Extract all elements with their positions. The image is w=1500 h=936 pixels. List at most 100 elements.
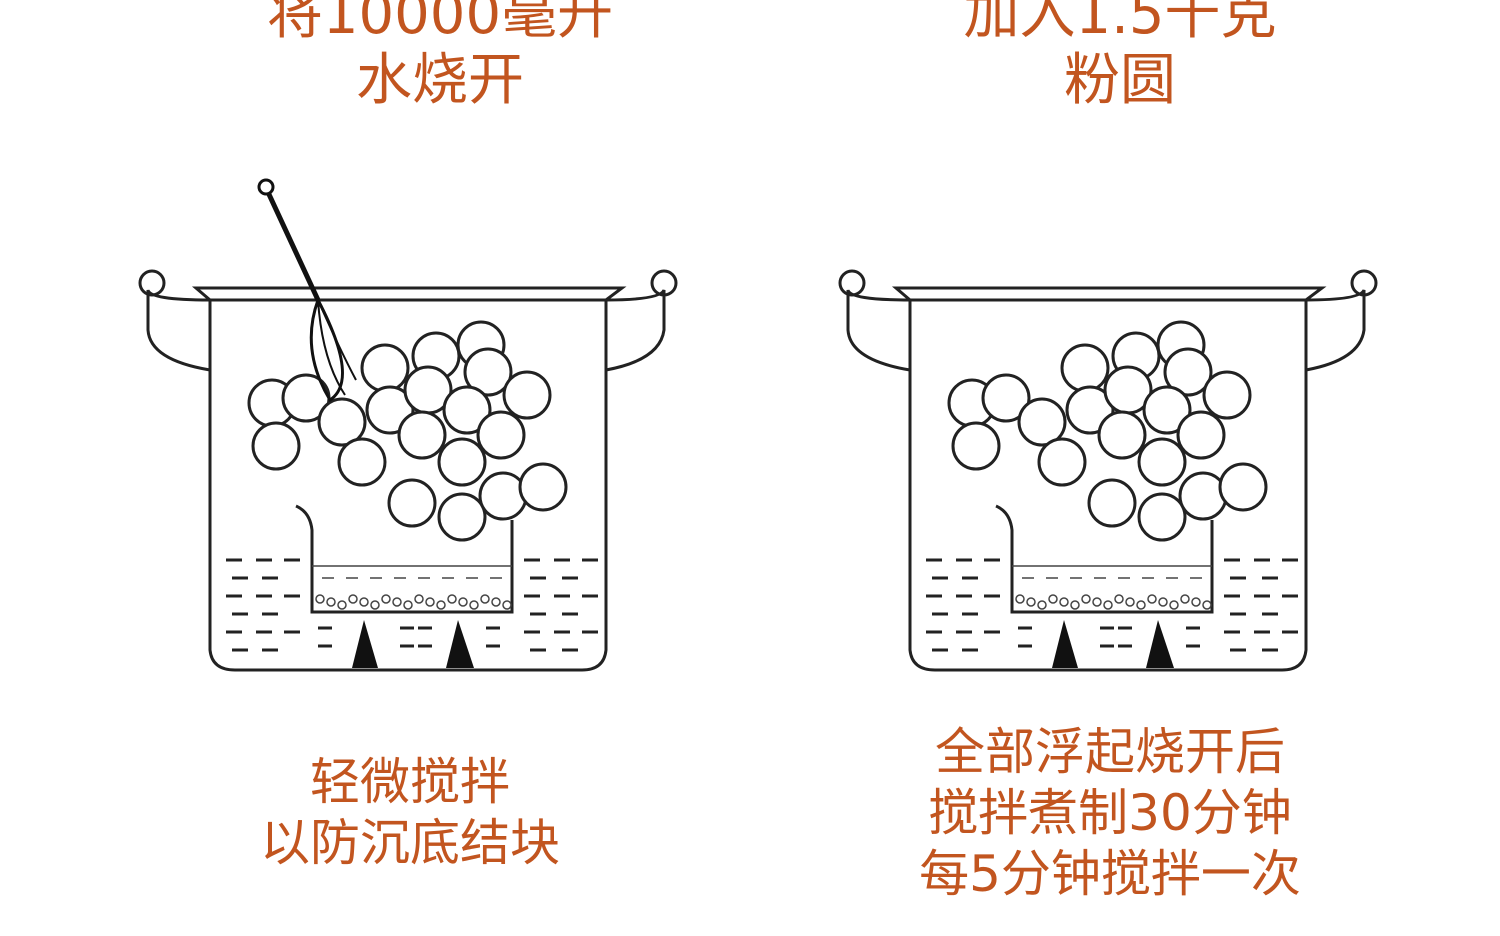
sediment-bubble (1037, 600, 1047, 610)
sediment-bubble (1081, 594, 1091, 604)
flame-icon-left (1052, 620, 1078, 668)
step-2-top-caption: 加入1.5千克 粉圆 (830, 0, 1410, 114)
tapioca-pearl-icon (437, 492, 487, 542)
sediment-bubble (1048, 594, 1058, 604)
tapioca-pearl-icon (1137, 437, 1187, 487)
tapioca-pearl-icon (317, 397, 367, 447)
flame-icon-right (446, 620, 474, 668)
strainer-basket (295, 504, 514, 614)
sediment-bubble (315, 594, 325, 604)
tapioca-pearl-icon (951, 421, 1001, 471)
tapioca-pearl-icon (518, 462, 568, 512)
tapioca-pearl-icon (1097, 410, 1147, 460)
pot-handle-right (1305, 289, 1366, 372)
step-1-bottom-caption: 轻微搅拌 以防沉底结块 (130, 752, 690, 874)
step-2-bottom-line-2: 搅拌煮制30分钟 (928, 784, 1292, 842)
tapioca-pearl-icon (251, 421, 301, 471)
tapioca-pearl-icon (397, 410, 447, 460)
tapioca-pearl-icon (1037, 437, 1087, 487)
step-2-bottom-caption: 全部浮起烧开后 搅拌煮制30分钟 每5分钟搅拌一次 (830, 722, 1390, 905)
tapioca-pearl-icon (1202, 370, 1252, 420)
pot-handle-right (605, 289, 666, 372)
sediment-bubble (392, 597, 402, 607)
sediment-bubble (480, 594, 490, 604)
sediment-bubble (359, 597, 369, 607)
step-1-top-caption: 将10000毫升 水烧开 (150, 0, 730, 114)
sediment-bubble (1114, 594, 1124, 604)
tapioca-pearl-icon (437, 437, 487, 487)
tapioca-pearl-icon (1176, 410, 1226, 460)
sediment-bubble (1125, 597, 1135, 607)
tapioca-pearl-icon (463, 347, 513, 397)
sediment-bubble (370, 600, 380, 610)
sediment-bubble (436, 600, 446, 610)
whisk-handle (264, 188, 321, 302)
pot-icon-right (838, 269, 1378, 672)
sediment-bubble (1169, 600, 1179, 610)
sediment-bubble (425, 597, 435, 607)
tapioca-pearl-icon (1065, 385, 1115, 435)
sediment-bubble (348, 594, 358, 604)
sediment-bubble (1158, 597, 1168, 607)
tapioca-pearl-icon (1178, 471, 1228, 521)
tapioca-pearl-icon (1137, 492, 1187, 542)
tapioca-pearl-icon (476, 410, 526, 460)
tapioca-pearl-icon (360, 343, 410, 393)
sediment-bubble (491, 597, 501, 607)
step-2-bottom-line-3: 每5分钟搅拌一次 (919, 845, 1301, 903)
whisk-icon (257, 178, 357, 403)
sediment-bubble (1202, 600, 1212, 610)
sediment-bubble (1059, 597, 1069, 607)
flame-icon-left (352, 620, 378, 668)
sediment-bubble (414, 594, 424, 604)
sediment-bubble (403, 600, 413, 610)
tapioca-pearl-icon (502, 370, 552, 420)
sediment-bubble (1103, 600, 1113, 610)
sediment-bubble (337, 600, 347, 610)
tapioca-pearl-icon (442, 385, 492, 435)
step-2-bottom-line-1: 全部浮起烧开后 (935, 723, 1285, 781)
step-2-top-line-2: 粉圆 (1064, 48, 1176, 114)
pot-rim (891, 286, 1327, 302)
step-1-top-line-2: 水烧开 (356, 48, 524, 114)
sediment-bubble (326, 597, 336, 607)
step-2-top-line-1: 加入1.5千克 (963, 0, 1277, 47)
whisk-wire (317, 299, 357, 381)
tapioca-pearl-icon (387, 478, 437, 528)
sediment-bubble (1136, 600, 1146, 610)
sediment-bubble (1092, 597, 1102, 607)
tapioca-pearl-icon (1142, 385, 1192, 435)
flame-icon-right (1146, 620, 1174, 668)
sediment-bubble (458, 597, 468, 607)
sediment-bubble (1147, 594, 1157, 604)
sediment-bubble (381, 594, 391, 604)
step-1-top-line-1: 将10000毫升 (266, 0, 614, 47)
tapioca-pearl-icon (478, 471, 528, 521)
step-1-bottom-line-1: 轻微搅拌 (310, 753, 510, 811)
sediment-bubble (447, 594, 457, 604)
tapioca-pearl-icon (981, 373, 1031, 423)
sediment-bubble (1026, 597, 1036, 607)
whisk-hang-ring (257, 178, 275, 196)
tapioca-pearl-icon (337, 437, 387, 487)
sediment-bubble (1070, 600, 1080, 610)
whisk-wire (317, 299, 346, 396)
pot-handle-knob-left (838, 269, 866, 297)
tapioca-pearl-icon (365, 385, 415, 435)
tapioca-pearl-icon (1060, 343, 1110, 393)
sediment-bubble (502, 600, 512, 610)
sediment-bubble (469, 600, 479, 610)
strainer-basket (995, 504, 1214, 614)
pot-handle-knob-right (650, 269, 678, 297)
pot-handle-left (846, 289, 911, 372)
pot-rim (191, 286, 627, 302)
sediment-bubble (1180, 594, 1190, 604)
pot-handle-knob-left (138, 269, 166, 297)
tapioca-pearl-icon (1087, 478, 1137, 528)
tapioca-pearl-icon (1218, 462, 1268, 512)
pot-body (908, 300, 1308, 672)
tapioca-pearl-icon (1163, 347, 1213, 397)
tapioca-pearl-icon (1017, 397, 1067, 447)
pot-handle-knob-right (1350, 269, 1378, 297)
